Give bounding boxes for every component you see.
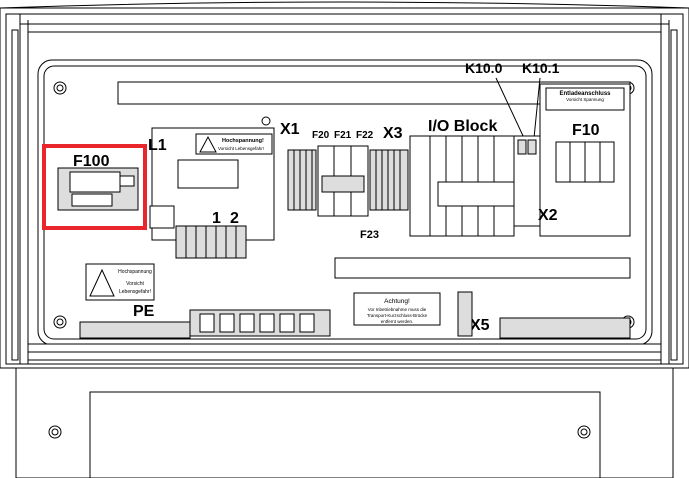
- relays-k10[interactable]: [513, 135, 541, 227]
- warning-text: Vor Inbetriebnahme muss die: [368, 307, 427, 312]
- warning-text: Hochspannung: [118, 269, 152, 275]
- terminal-x1[interactable]: [287, 149, 317, 211]
- pe-busbar[interactable]: [189, 309, 331, 337]
- label-io-block: I/O Block: [428, 118, 497, 135]
- label-k10-0: K10.0: [465, 60, 503, 76]
- warning-text: Vorsicht Spannung: [566, 97, 604, 102]
- terminal-x3[interactable]: [369, 149, 409, 211]
- label-f21: F21: [334, 130, 352, 141]
- label-f20: F20: [312, 130, 330, 141]
- label-l1: L1: [148, 137, 167, 154]
- l1-transformer[interactable]: Hochspannung! Vorsicht Lebensgefahr!: [149, 116, 275, 241]
- attention-sign: Achtung! Vor Inbetriebnahme muss die Tra…: [353, 292, 441, 326]
- cable-duct: [27, 343, 662, 361]
- warning-title: Achtung!: [384, 298, 410, 305]
- terminal-block-l1: [175, 225, 247, 259]
- label-x5: X5: [470, 317, 490, 334]
- cabinet-frame: [0, 1, 689, 369]
- f100-breaker[interactable]: [57, 167, 139, 211]
- label-terminal-2: 2: [230, 210, 239, 227]
- label-f100: F100: [73, 153, 110, 170]
- label-x1: X1: [280, 121, 300, 138]
- arrow-k10-1: [533, 77, 541, 139]
- warning-text: Transport-Kurzschluss-Brücke: [367, 313, 428, 318]
- terminal-x5[interactable]: [457, 291, 631, 339]
- warning-text: Vorsicht: [126, 281, 144, 287]
- f10-breaker[interactable]: Entladeanschluss Vorsicht Spannung: [539, 83, 631, 237]
- high-voltage-sign: Hochspannung Vorsicht Lebensgefahr!: [85, 263, 155, 301]
- highlight-box-f100: [42, 144, 147, 230]
- breakers-f20-f22[interactable]: [317, 145, 369, 217]
- warning-text: entfernt werden.: [381, 319, 414, 324]
- label-terminal-1: 1: [212, 210, 221, 227]
- warning-text: Vorsicht Lebensgefahr!: [218, 146, 264, 151]
- terminal-row-left: [79, 321, 191, 339]
- label-f22: F22: [356, 130, 374, 141]
- label-x2: X2: [538, 207, 558, 224]
- warning-text: Hochspannung!: [222, 138, 264, 144]
- warning-text: Lebensgefahr!: [119, 289, 151, 295]
- io-block[interactable]: [409, 135, 515, 237]
- label-x3: X3: [383, 125, 403, 142]
- label-f10: F10: [572, 122, 600, 139]
- warning-text: Entladeanschluss: [559, 91, 611, 97]
- label-f23: F23: [360, 229, 379, 241]
- label-pe: PE: [133, 303, 155, 320]
- arrow-k10-0: [495, 77, 525, 139]
- label-k10-1: K10.1: [522, 60, 560, 76]
- cabinet-base: [15, 367, 674, 478]
